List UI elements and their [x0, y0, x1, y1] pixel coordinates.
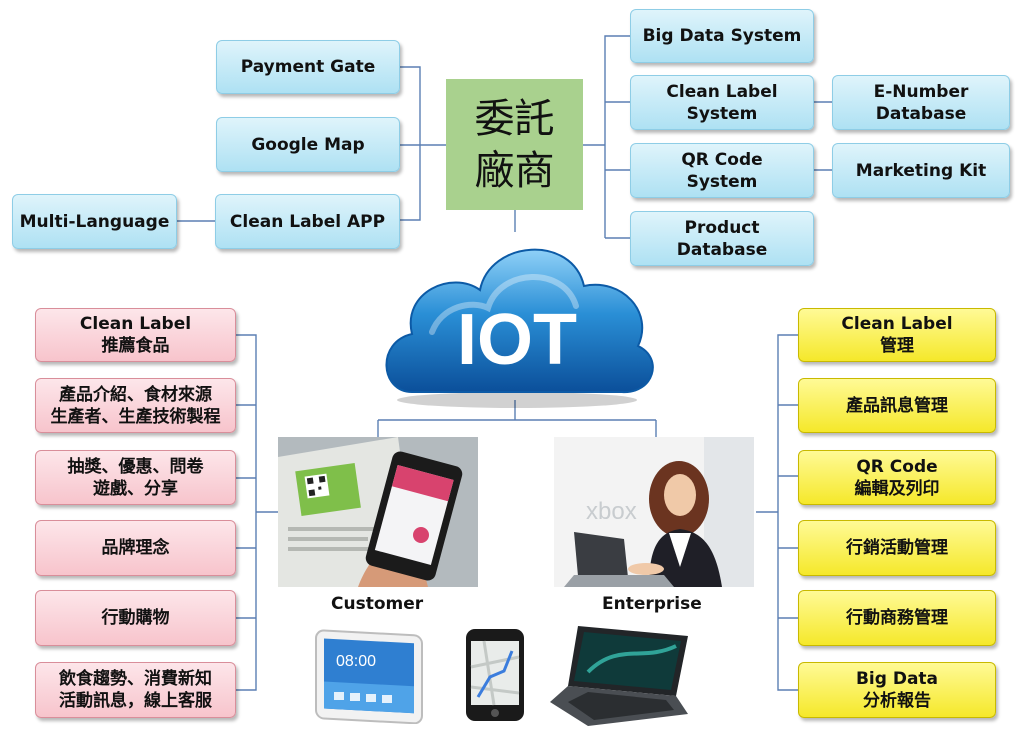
iot-label: IOT	[457, 300, 577, 380]
feature-line: 抽獎、優惠、問卷	[67, 456, 204, 477]
payment-gate-box: Payment Gate	[216, 40, 400, 94]
clean-label-system-label-2: System	[686, 103, 758, 124]
e-number-database-box: E-Number Database	[832, 75, 1010, 130]
marketing-kit-label: Marketing Kit	[855, 160, 987, 181]
feature-line: 行動購物	[101, 608, 170, 628]
feature-line: QR Code	[856, 456, 938, 477]
feature-food-trends: 飲食趨勢、消費新知 活動訊息，線上客服	[35, 662, 236, 718]
marketing-kit-box: Marketing Kit	[832, 143, 1010, 198]
enterprise-photo: xbox	[554, 437, 754, 587]
product-database-label-1: Product	[684, 217, 760, 238]
feature-mobile-shopping: 行動購物	[35, 590, 236, 646]
feature-line: 推薦食品	[101, 336, 170, 356]
laptop-icon	[550, 626, 688, 726]
product-database-box: Product Database	[630, 211, 814, 266]
feature-line: 管理	[880, 336, 914, 356]
smartphone-icon	[466, 629, 524, 721]
feature-line: 活動訊息，線上客服	[59, 691, 212, 711]
feature-line: 飲食趨勢、消費新知	[59, 669, 212, 689]
big-data-system-label: Big Data System	[642, 26, 802, 46]
vendor-label-line-2: 廠商	[474, 147, 555, 194]
feature-clean-label-recommend: Clean Label 推薦食品	[35, 308, 236, 362]
photo-watermark: xbox	[586, 498, 637, 525]
feature-line: 行銷活動管理	[846, 538, 948, 558]
google-map-box: Google Map	[216, 117, 400, 172]
feature-big-data-report: Big Data 分析報告	[798, 662, 996, 718]
e-number-database-label-2: Database	[875, 103, 967, 124]
qr-code-system-label-2: System	[686, 171, 758, 192]
feature-line: 分析報告	[863, 691, 931, 711]
feature-line: Big Data	[855, 669, 939, 689]
feature-product-intro: 產品介紹、食材來源 生產者、生產技術製程	[35, 378, 236, 433]
feature-product-info-management: 產品訊息管理	[798, 378, 996, 433]
feature-mobile-commerce-management: 行動商務管理	[798, 590, 996, 646]
clean-label-app-box: Clean Label APP	[215, 194, 400, 249]
feature-line: 遊戲、分享	[93, 478, 178, 499]
multi-language-label: Multi-Language	[19, 211, 170, 232]
feature-clean-label-management: Clean Label 管理	[798, 308, 996, 362]
product-database-label-2: Database	[676, 239, 768, 260]
tablet-time: 08:00	[336, 653, 376, 670]
feature-brand-concept: 品牌理念	[35, 520, 236, 576]
feature-line: 產品訊息管理	[846, 395, 948, 416]
payment-gate-label: Payment Gate	[240, 57, 376, 77]
feature-lottery-games: 抽獎、優惠、問卷 遊戲、分享	[35, 450, 236, 505]
feature-line: Clean Label	[841, 314, 953, 334]
vendor-label-line-1: 委託	[474, 95, 555, 142]
feature-line: 生產者、生產技術製程	[50, 406, 221, 427]
google-map-label: Google Map	[251, 134, 365, 155]
qr-code-system-label-1: QR Code	[681, 149, 763, 170]
customer-photo	[278, 437, 478, 587]
feature-line: Clean Label	[79, 314, 192, 334]
iot-cloud-icon: IOT	[385, 248, 654, 408]
qr-code-system-box: QR Code System	[630, 143, 814, 198]
enterprise-caption: Enterprise	[602, 594, 702, 614]
clean-label-app-label: Clean Label APP	[229, 211, 386, 232]
clean-label-system-label-1: Clean Label	[666, 81, 778, 102]
e-number-database-label-1: E-Number	[873, 81, 969, 102]
feature-line: 品牌理念	[101, 538, 170, 558]
customer-caption: Customer	[331, 594, 424, 614]
feature-marketing-management: 行銷活動管理	[798, 520, 996, 576]
clean-label-system-box: Clean Label System	[630, 75, 814, 130]
tablet-icon: 08:00	[315, 629, 423, 724]
feature-qr-code-print: QR Code 編輯及列印	[798, 450, 996, 505]
multi-language-box: Multi-Language	[12, 194, 177, 249]
feature-line: 行動商務管理	[846, 608, 948, 628]
big-data-system-box: Big Data System	[630, 9, 814, 63]
vendor-box: 委託 廠商	[446, 79, 583, 210]
feature-line: 編輯及列印	[854, 478, 940, 499]
feature-line: 產品介紹、食材來源	[59, 384, 212, 405]
